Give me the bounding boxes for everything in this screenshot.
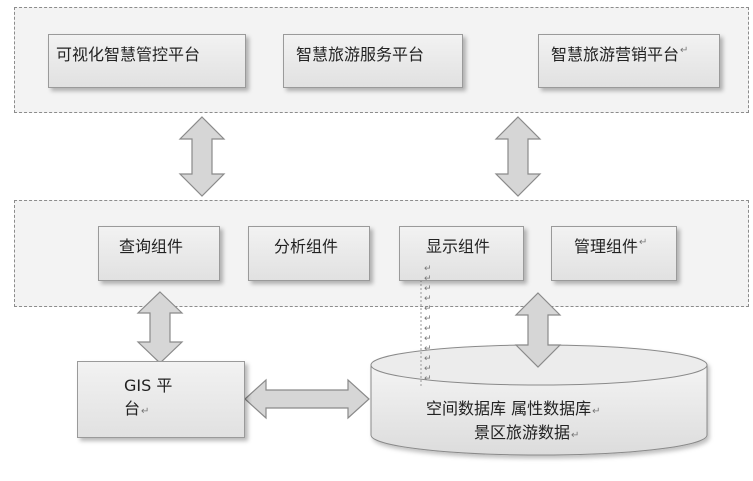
component-label: 显示组件	[426, 237, 491, 256]
platform-tourism-marketing: 智慧旅游营销平台 ↵	[538, 34, 720, 88]
component-label: 查询组件	[119, 237, 184, 256]
return-mark: ↵	[639, 237, 648, 248]
return-mark: ↵	[592, 406, 601, 417]
return-mark: ↵	[424, 334, 432, 344]
database-label-line1: 空间数据库 属性数据库↵	[426, 399, 600, 418]
platform-label: 可视化智慧管控平台	[56, 45, 201, 64]
return-mark: ↵	[424, 344, 432, 354]
component-label: 分析组件	[274, 237, 339, 256]
double-arrow-vertical-right	[494, 116, 542, 197]
return-mark: ↵	[571, 430, 580, 441]
component-analysis: 分析组件	[248, 226, 370, 281]
platform-tourism-service: 智慧旅游服务平台	[283, 34, 463, 88]
double-arrow-components-gis	[136, 291, 184, 364]
double-arrow-gis-database	[244, 378, 370, 420]
platform-label: 智慧旅游服务平台	[296, 45, 425, 64]
return-mark: ↵	[424, 314, 432, 324]
component-query: 查询组件	[98, 226, 220, 281]
return-mark: ↵	[424, 274, 432, 284]
return-mark: ↵	[424, 374, 432, 384]
return-mark: ↵	[424, 364, 432, 374]
return-mark: ↵	[680, 45, 689, 56]
return-mark: ↵	[424, 324, 432, 334]
database-text: 空间数据库 属性数据库	[426, 399, 592, 418]
gis-platform: GIS 平 台↵	[77, 361, 245, 438]
gis-label-line1: GIS 平	[124, 376, 173, 395]
double-arrow-components-database	[514, 292, 562, 368]
return-mark: ↵	[141, 406, 150, 418]
return-mark: ↵	[424, 284, 432, 294]
component-label: 管理组件	[574, 237, 639, 256]
double-arrow-vertical-left	[178, 116, 226, 197]
database-text: 景区旅游数据	[474, 423, 571, 442]
component-display: 显示组件	[399, 226, 524, 281]
return-mark: ↵	[424, 304, 432, 314]
return-mark: ↵	[424, 264, 432, 274]
return-mark: ↵	[424, 294, 432, 304]
gis-label-line2: 台↵	[124, 397, 244, 420]
return-mark-column: ↵ ↵ ↵ ↵ ↵ ↵ ↵ ↵ ↵ ↵ ↵ ↵	[424, 264, 434, 384]
return-mark: ↵	[424, 354, 432, 364]
platform-label: 智慧旅游营销平台	[551, 45, 680, 64]
gis-label-text: 台	[124, 399, 141, 419]
database-cylinder	[370, 344, 708, 456]
platform-visual-control: 可视化智慧管控平台	[48, 34, 246, 88]
component-management: 管理组件 ↵	[551, 226, 677, 281]
database-label-line2: 景区旅游数据↵	[474, 423, 579, 442]
